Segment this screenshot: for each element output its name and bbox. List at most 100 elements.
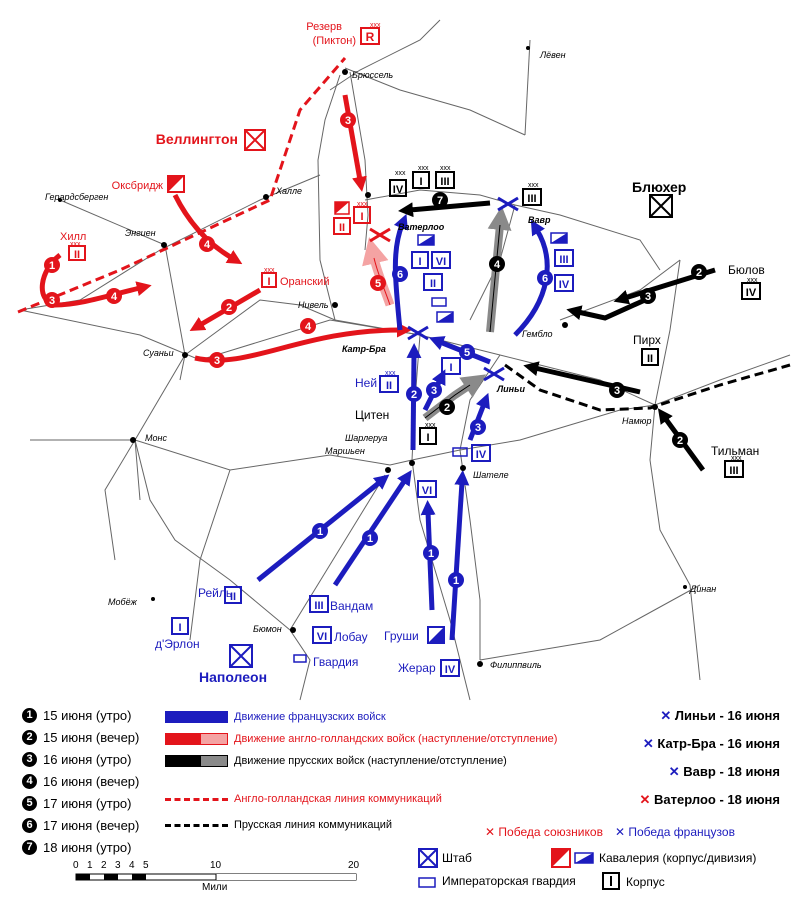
day-label: 16 июня (утро) — [43, 751, 132, 767]
allied-move-swatch — [165, 733, 200, 745]
svg-text:II: II — [74, 249, 80, 261]
prussian-comm-swatch — [165, 823, 228, 827]
svg-text:I: I — [178, 622, 181, 634]
svg-text:VI: VI — [436, 256, 446, 268]
route-number-markers: 3 4 2 3 4 1 3 4 5 1 1 1 1 2 3 3 5 6 6 7 … — [44, 112, 707, 588]
svg-text:Вавр: Вавр — [528, 215, 551, 225]
crossed-sabres-icon: ✕ — [660, 708, 672, 723]
guard-icon — [418, 877, 436, 888]
scale-bar: 0 1 2 3 4 5 10 20 Мили — [70, 860, 370, 902]
svg-text:4: 4 — [111, 291, 118, 303]
scale-unit: Мили — [202, 882, 228, 893]
svg-text:I: I — [360, 211, 363, 223]
svg-text:I: I — [418, 256, 421, 268]
scale-tick: 3 — [115, 860, 121, 871]
legend-day-row: 5 17 июня (утро) — [22, 792, 139, 814]
svg-text:Бюмон: Бюмон — [253, 624, 282, 634]
svg-text:д'Эрлон: д'Эрлон — [155, 637, 200, 651]
svg-text:VI: VI — [317, 631, 327, 643]
svg-text:1: 1 — [428, 548, 434, 560]
legend-cavalry: Кавалерия (корпус/дивизия) — [551, 848, 756, 868]
svg-text:1: 1 — [49, 260, 55, 272]
svg-text:1: 1 — [453, 575, 459, 587]
crossed-sabres-icon: ✕ — [668, 764, 680, 779]
allied-comm-label: Англо-голландская линия коммуникаций — [234, 793, 442, 805]
legend-day-row: 6 17 июня (вечер) — [22, 814, 139, 836]
scale-tick: 2 — [101, 860, 107, 871]
svg-text:Монс: Монс — [145, 433, 167, 443]
svg-text:4: 4 — [305, 321, 312, 333]
svg-text:5: 5 — [464, 347, 470, 359]
day-number-icon: 6 — [22, 817, 37, 833]
day-number-icon: 5 — [22, 795, 37, 811]
svg-text:III: III — [527, 193, 536, 205]
day-label: 15 июня (утро) — [43, 707, 132, 723]
allied-victory-entry: ✕ Победа союзников — [485, 825, 603, 839]
svg-text:III: III — [729, 465, 738, 477]
svg-text:Суаньи: Суаньи — [143, 348, 174, 358]
legend-prussian-move: Движение прусских войск (наступление/отс… — [165, 750, 557, 772]
svg-text:6: 6 — [542, 273, 548, 285]
svg-text:Оранский: Оранский — [280, 276, 329, 288]
day-number-icon: 3 — [22, 751, 37, 767]
prussian-communication-line — [504, 363, 791, 412]
svg-text:II: II — [430, 278, 436, 290]
svg-text:xxx: xxx — [440, 165, 451, 172]
legend-prussian-comm: Прусская линия коммуникаций — [165, 814, 557, 836]
day-label: 17 июня (утро) — [43, 795, 132, 811]
svg-text:II: II — [339, 222, 345, 234]
svg-text:VI: VI — [422, 485, 432, 497]
day-number-icon: 1 — [22, 707, 37, 723]
legend-days: 1 15 июня (утро) 2 15 июня (вечер) 3 16 … — [22, 704, 139, 858]
svg-text:III: III — [559, 254, 568, 266]
french-move-swatch — [165, 711, 228, 723]
svg-text:Халле: Халле — [275, 186, 302, 196]
legend-allied-move: Движение англо-голландских войск (наступ… — [165, 728, 557, 750]
svg-text:Брюссель: Брюссель — [352, 70, 393, 80]
svg-text:III: III — [314, 600, 323, 612]
scale-tick: 5 — [143, 860, 149, 871]
svg-text:xxx: xxx — [385, 370, 396, 377]
svg-text:Цитен: Цитен — [355, 408, 389, 422]
svg-text:Пирх: Пирх — [633, 333, 661, 347]
svg-text:xxx: xxx — [747, 277, 758, 284]
day-number-icon: 2 — [22, 729, 37, 745]
svg-text:Лобау: Лобау — [334, 630, 368, 644]
svg-text:IV: IV — [476, 449, 487, 461]
legend-battles: ✕ Линьи - 16 июня ✕ Катр-Бра - 16 июня ✕… — [640, 708, 781, 820]
svg-text:(Пиктон): (Пиктон) — [313, 35, 356, 47]
svg-text:Мобёж: Мобёж — [108, 597, 138, 607]
svg-text:Линьи: Линьи — [496, 384, 525, 394]
svg-text:xxx: xxx — [70, 241, 81, 248]
svg-text:3: 3 — [614, 385, 620, 397]
svg-text:Ватерлоо: Ватерлоо — [398, 222, 445, 232]
svg-text:Хилл: Хилл — [60, 231, 86, 243]
svg-text:xxx: xxx — [357, 201, 368, 208]
legend-day-row: 1 15 июня (утро) — [22, 704, 139, 726]
legend-day-row: 2 15 июня (вечер) — [22, 726, 139, 748]
svg-text:xxx: xxx — [395, 170, 406, 177]
hq-icon — [418, 848, 438, 868]
legend-allied-comm: Англо-голландская линия коммуникаций — [165, 788, 557, 810]
svg-text:IV: IV — [746, 287, 757, 299]
svg-text:1: 1 — [317, 526, 323, 538]
svg-text:Гембло: Гембло — [522, 329, 553, 339]
svg-text:6: 6 — [397, 269, 403, 281]
crossed-sabres-icon: ✕ — [485, 825, 496, 839]
svg-text:R: R — [366, 30, 375, 44]
day-number-icon: 7 — [22, 839, 37, 855]
legend-battle-wavre: ✕ Вавр - 18 июня — [668, 764, 780, 779]
svg-text:I: I — [449, 362, 452, 374]
svg-text:Тильман: Тильман — [711, 444, 759, 458]
svg-text:Гвардия: Гвардия — [313, 655, 358, 669]
svg-text:3: 3 — [431, 385, 437, 397]
svg-text:xxx: xxx — [528, 182, 539, 189]
allied-communication-line — [17, 57, 347, 314]
svg-text:xxx: xxx — [418, 165, 429, 172]
svg-text:Нивель: Нивель — [298, 300, 329, 310]
french-victory-entry: ✕ Победа французов — [614, 825, 735, 839]
battle-markers — [369, 196, 519, 382]
svg-text:2: 2 — [696, 267, 702, 279]
scale-tick: 20 — [348, 860, 360, 871]
